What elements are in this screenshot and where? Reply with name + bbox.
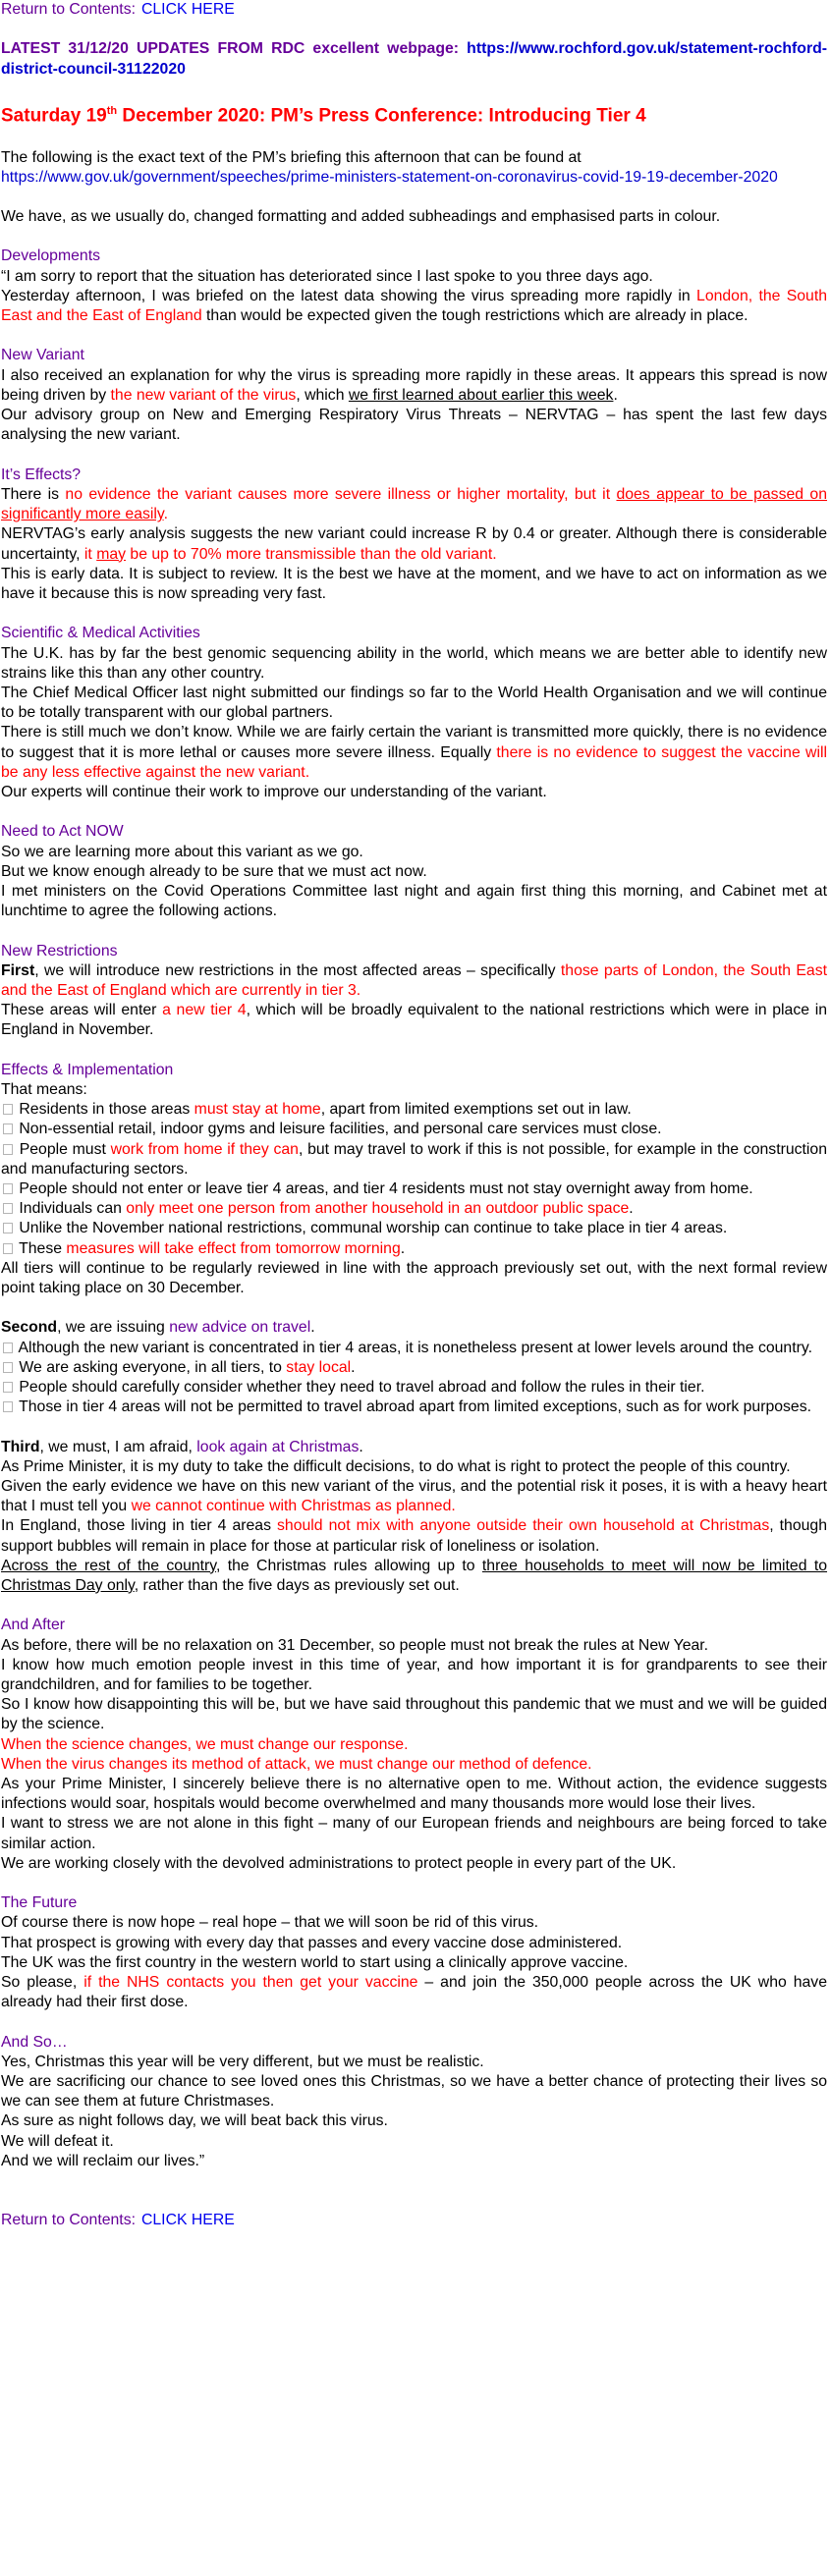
bullet-box-icon (3, 1223, 13, 1234)
heading-effects-implementation: Effects & Implementation (1, 1061, 174, 1078)
paragraph: The Chief Medical Officer last night sub… (1, 684, 827, 722)
paragraph: Third, we must, I am afraid, look again … (1, 1438, 363, 1455)
paragraph: The U.K. has by far the best genomic seq… (1, 644, 827, 682)
paragraph: I want to stress we are not alone in thi… (1, 1815, 827, 1852)
paragraph: When the virus changes its method of att… (1, 1755, 592, 1773)
bullet-box-icon (3, 1124, 13, 1135)
paragraph: That prospect is growing with every day … (1, 1934, 623, 1951)
heading-effects: It’s Effects? (1, 466, 82, 483)
paragraph: There is still much we don’t know. While… (1, 724, 827, 781)
bullet-box-icon (3, 1242, 13, 1254)
list-item: Unlike the November national restriction… (1, 1219, 827, 1238)
list-item: Non-essential retail, indoor gyms and le… (1, 1120, 827, 1139)
paragraph: All tiers will continue to be regularly … (1, 1259, 827, 1296)
list-item: People must work from home if they can, … (1, 1140, 827, 1178)
bullet-box-icon (3, 1401, 13, 1413)
paragraph: The UK was the first country in the west… (1, 1953, 629, 1971)
document: Return to Contents:CLICK HERE LATEST 31/… (1, 0, 828, 2230)
paragraph: Across the rest of the country, the Chri… (1, 1557, 828, 1594)
heading-new-variant: New Variant (1, 347, 84, 364)
bullet-box-icon (3, 1182, 13, 1194)
heading-the-future: The Future (1, 1894, 78, 1912)
paragraph: When the science changes, we must change… (1, 1735, 409, 1753)
paragraph: We will defeat it. (1, 2132, 114, 2150)
latest-updates-notice: LATEST 31/12/20 UPDATES FROM RDC excelle… (1, 39, 827, 79)
paragraph: There is no evidence the variant causes … (1, 485, 827, 523)
paragraph: These areas will enter a new tier 4, whi… (1, 1002, 827, 1039)
paragraph: As your Prime Minister, I sincerely beli… (1, 1775, 827, 1813)
paragraph: As sure as night follows day, we will be… (1, 2112, 388, 2130)
paragraph: Our experts will continue their work to … (1, 783, 547, 800)
paragraph: That means: (1, 1080, 87, 1098)
return-label: Return to Contents: (1, 1, 136, 18)
paragraph: As before, there will be no relaxation o… (1, 1636, 709, 1654)
paragraph: I met ministers on the Covid Operations … (1, 882, 827, 920)
return-label: Return to Contents: (1, 2212, 136, 2229)
bullet-box-icon (3, 1143, 13, 1155)
paragraph: This is early data. It is subject to rev… (1, 565, 827, 602)
page-title: Saturday 19th December 2020: PM’s Press … (1, 104, 646, 127)
paragraph: Second, we are issuing new advice on tra… (1, 1319, 315, 1337)
bullet-box-icon (3, 1104, 13, 1116)
paragraph: I also received an explanation for why t… (1, 366, 827, 404)
paragraph: We are sacrificing our chance to see lov… (1, 2073, 827, 2110)
paragraph: I know how much emotion people invest in… (1, 1656, 827, 1693)
paragraph: In England, those living in tier 4 areas… (1, 1517, 827, 1555)
list-item: People should carefully consider whether… (1, 1378, 827, 1398)
bullet-box-icon (3, 1361, 13, 1373)
paragraph: Of course there is now hope – real hope … (1, 1914, 539, 1932)
list-item: People should not enter or leave tier 4 … (1, 1179, 827, 1199)
latest-updates-label: LATEST 31/12/20 UPDATES FROM RDC excelle… (1, 40, 460, 58)
list-item: We are asking everyone, in all tiers, to… (1, 1358, 827, 1378)
rdc-webpage-link[interactable]: https://www.rochford.gov.uk/statement-ro… (1, 40, 828, 78)
paragraph: Yes, Christmas this year will be very di… (1, 2053, 484, 2070)
bullet-box-icon (3, 1381, 13, 1393)
editor-note: We have, as we usually do, changed forma… (1, 208, 721, 226)
intro-text: The following is the exact text of the P… (1, 148, 582, 166)
paragraph: So we are learning more about this varia… (1, 843, 363, 860)
return-to-contents-top: Return to Contents:CLICK HERE (1, 0, 827, 20)
click-here-link-top[interactable]: CLICK HERE (140, 1, 235, 18)
paragraph: Given the early evidence we have on this… (1, 1477, 827, 1515)
heading-and-after: And After (1, 1617, 65, 1634)
paragraph: And we will reclaim our lives.” (1, 2152, 205, 2169)
heading-scientific-medical: Scientific & Medical Activities (1, 625, 200, 642)
heading-new-restrictions: New Restrictions (1, 942, 118, 959)
click-here-link-bottom[interactable]: CLICK HERE (140, 2212, 235, 2229)
paragraph: As Prime Minister, it is my duty to take… (1, 1457, 791, 1475)
paragraph: We are working closely with the devolved… (1, 1854, 677, 1872)
return-to-contents-bottom: Return to Contents:CLICK HERE (1, 2211, 827, 2230)
list-item: Residents in those areas must stay at ho… (1, 1100, 827, 1120)
list-item: Individuals can only meet one person fro… (1, 1199, 827, 1219)
heading-developments: Developments (1, 247, 100, 265)
paragraph: So please, if the NHS contacts you then … (1, 1974, 827, 2011)
paragraph: Our advisory group on New and Emerging R… (1, 407, 827, 444)
paragraph: So I know how disappointing this will be… (1, 1696, 827, 1733)
paragraph: “I am sorry to report that the situation… (1, 267, 653, 285)
gov-speech-link[interactable]: https://www.gov.uk/government/speeches/p… (1, 168, 778, 186)
heading-and-so: And So… (1, 2033, 68, 2051)
paragraph: NERVTAG’s early analysis suggests the ne… (1, 525, 827, 563)
paragraph: Yesterday afternoon, I was briefed on th… (1, 287, 827, 325)
bullet-box-icon (3, 1203, 13, 1215)
list-item: Those in tier 4 areas will not be permit… (1, 1398, 827, 1417)
list-item: Although the new variant is concentrated… (1, 1339, 827, 1358)
heading-need-to-act: Need to Act NOW (1, 823, 124, 841)
list-item: These measures will take effect from tom… (1, 1239, 827, 1259)
bullet-box-icon (3, 1342, 13, 1353)
paragraph: First, we will introduce new restriction… (1, 961, 827, 999)
paragraph: But we know enough already to be sure th… (1, 862, 427, 880)
